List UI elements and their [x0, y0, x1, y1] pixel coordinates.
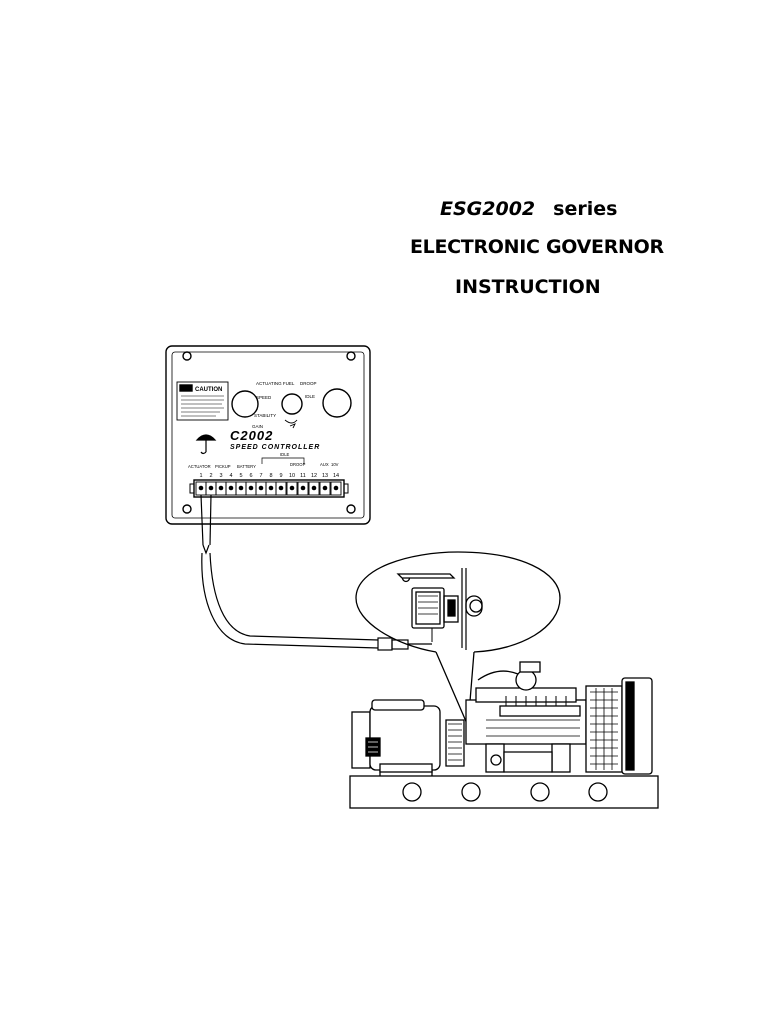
- knob-label: GAIN: [252, 424, 263, 429]
- diesel-engine: [465, 661, 587, 773]
- stability-knob: [281, 393, 303, 415]
- terminal-number: 11: [300, 473, 306, 479]
- actuator-icon: [396, 568, 483, 650]
- terminal-group-label: PICKUP: [215, 464, 231, 469]
- droop-knob: [322, 388, 352, 418]
- terminal-group-label: IDLE: [280, 452, 290, 457]
- terminal-number: 8: [269, 473, 272, 479]
- terminal-number: 9: [279, 473, 282, 479]
- terminal-number: 2: [209, 473, 212, 479]
- terminal-group-label: AUX: [320, 462, 329, 467]
- terminal-number: 14: [333, 473, 339, 479]
- terminal-group-label: BATTERY: [237, 464, 256, 469]
- knob-label: SPEED: [256, 395, 272, 400]
- title-line-2: ELECTRONIC GOVERNOR: [410, 236, 664, 258]
- knob-label: STABILITY: [254, 413, 276, 418]
- terminal-number: 3: [219, 473, 222, 479]
- terminal-number: 5: [239, 473, 242, 479]
- knob-label: DROOP: [300, 381, 317, 386]
- caution-title: CAUTION: [195, 387, 222, 393]
- knob-label: ACTUATING FUEL: [256, 381, 295, 386]
- terminal-number: 4: [229, 473, 232, 479]
- terminal-group-label: DROOP: [290, 462, 306, 467]
- knob-label: IDLE: [305, 394, 315, 399]
- generator-set: [349, 661, 659, 809]
- actuator-callout: [355, 551, 561, 727]
- terminal-number: 6: [249, 473, 252, 479]
- title-line-3: INSTRUCTION: [455, 276, 601, 298]
- terminal-number: 10: [289, 473, 295, 479]
- terminal-group-label: 10V: [331, 462, 339, 467]
- brand-name: C2002: [230, 428, 273, 443]
- umbrella-logo-icon: [195, 434, 217, 455]
- speed-controller-unit: CAUTION ACTUATING FUEL DROOP GAIN SPEED …: [165, 345, 371, 525]
- terminal-number: 1: [199, 473, 202, 479]
- alternator: [351, 699, 465, 776]
- actuator-cable: [200, 494, 432, 651]
- terminal-number: 12: [311, 473, 317, 479]
- series-label: series: [553, 198, 618, 220]
- radiator: [585, 677, 653, 775]
- terminal-strip: [189, 479, 349, 498]
- skid-base: [349, 775, 659, 809]
- controller-subtitle: SPEED CONTROLLER: [230, 444, 320, 451]
- model-number: ESG2002: [440, 198, 536, 220]
- title-line-1: ESG2002 series: [440, 198, 617, 220]
- terminal-number: 7: [259, 473, 262, 479]
- terminal-number: 13: [322, 473, 328, 479]
- caution-label: CAUTION: [176, 381, 229, 421]
- gain-knob: [231, 390, 259, 418]
- terminal-group-label: ACTUATOR: [188, 464, 211, 469]
